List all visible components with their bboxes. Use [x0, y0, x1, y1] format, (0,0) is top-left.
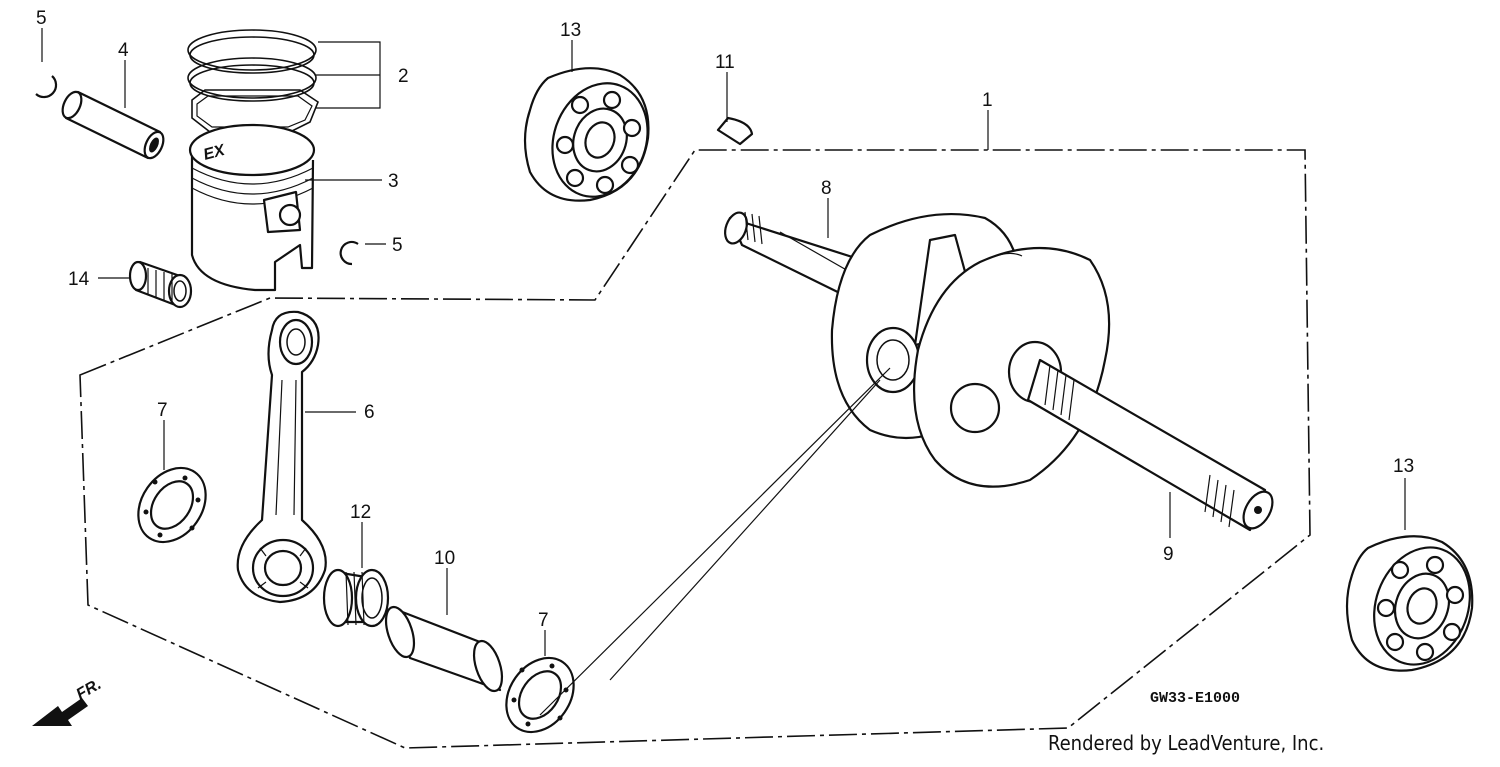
piston-marking: EX — [202, 142, 228, 164]
callout-7-left: 7 — [157, 400, 168, 421]
callout-13-top: 13 — [560, 20, 581, 41]
piston-pin-clip-side — [339, 240, 359, 266]
front-arrow-icon — [32, 698, 88, 726]
crankshaft — [724, 211, 1274, 532]
callout-6: 6 — [364, 402, 375, 423]
callout-8: 8 — [821, 178, 832, 199]
callout-9: 9 — [1163, 544, 1174, 565]
piston-pin — [61, 90, 165, 160]
callout-5-top: 5 — [36, 8, 47, 29]
callout-1: 1 — [982, 90, 993, 111]
callout-12: 12 — [350, 502, 371, 523]
front-marker-label: FR. — [74, 676, 105, 704]
callout-11: 11 — [715, 52, 735, 73]
crankshaft-assembly-outline — [79, 149, 1311, 749]
callout-labels: 5 4 2 3 5 14 13 11 1 8 6 7 12 10 7 9 13 — [36, 8, 1414, 631]
crank-pin — [384, 605, 504, 693]
piston-ring-set — [187, 29, 319, 133]
callout-2: 2 — [398, 66, 409, 87]
big-end-needle-bearing — [322, 568, 390, 628]
crankshaft-bearing-bottom — [1345, 535, 1474, 672]
callout-5-side: 5 — [392, 235, 403, 256]
callout-3: 3 — [388, 171, 399, 192]
crankshaft-bearing-top — [523, 67, 650, 202]
woodruff-key — [716, 116, 754, 146]
callout-10: 10 — [434, 548, 455, 569]
callout-4: 4 — [118, 40, 129, 61]
callout-13-bottom: 13 — [1393, 456, 1414, 477]
leader-lines — [41, 28, 1406, 716]
callout-7-bottom: 7 — [538, 610, 549, 631]
piston: EX — [188, 123, 316, 292]
thrust-washer-left — [137, 466, 207, 544]
piston-pin-clip-top — [35, 75, 58, 99]
thrust-washer-bottom — [505, 656, 575, 734]
drawing-code: GW33-E1000 — [1150, 690, 1240, 707]
small-end-needle-bearing — [128, 260, 193, 309]
render-credit: Rendered by LeadVenture, Inc. — [1048, 731, 1324, 755]
callout-14: 14 — [68, 269, 90, 290]
front-direction-marker: FR. — [32, 676, 104, 726]
connecting-rod — [236, 310, 327, 604]
